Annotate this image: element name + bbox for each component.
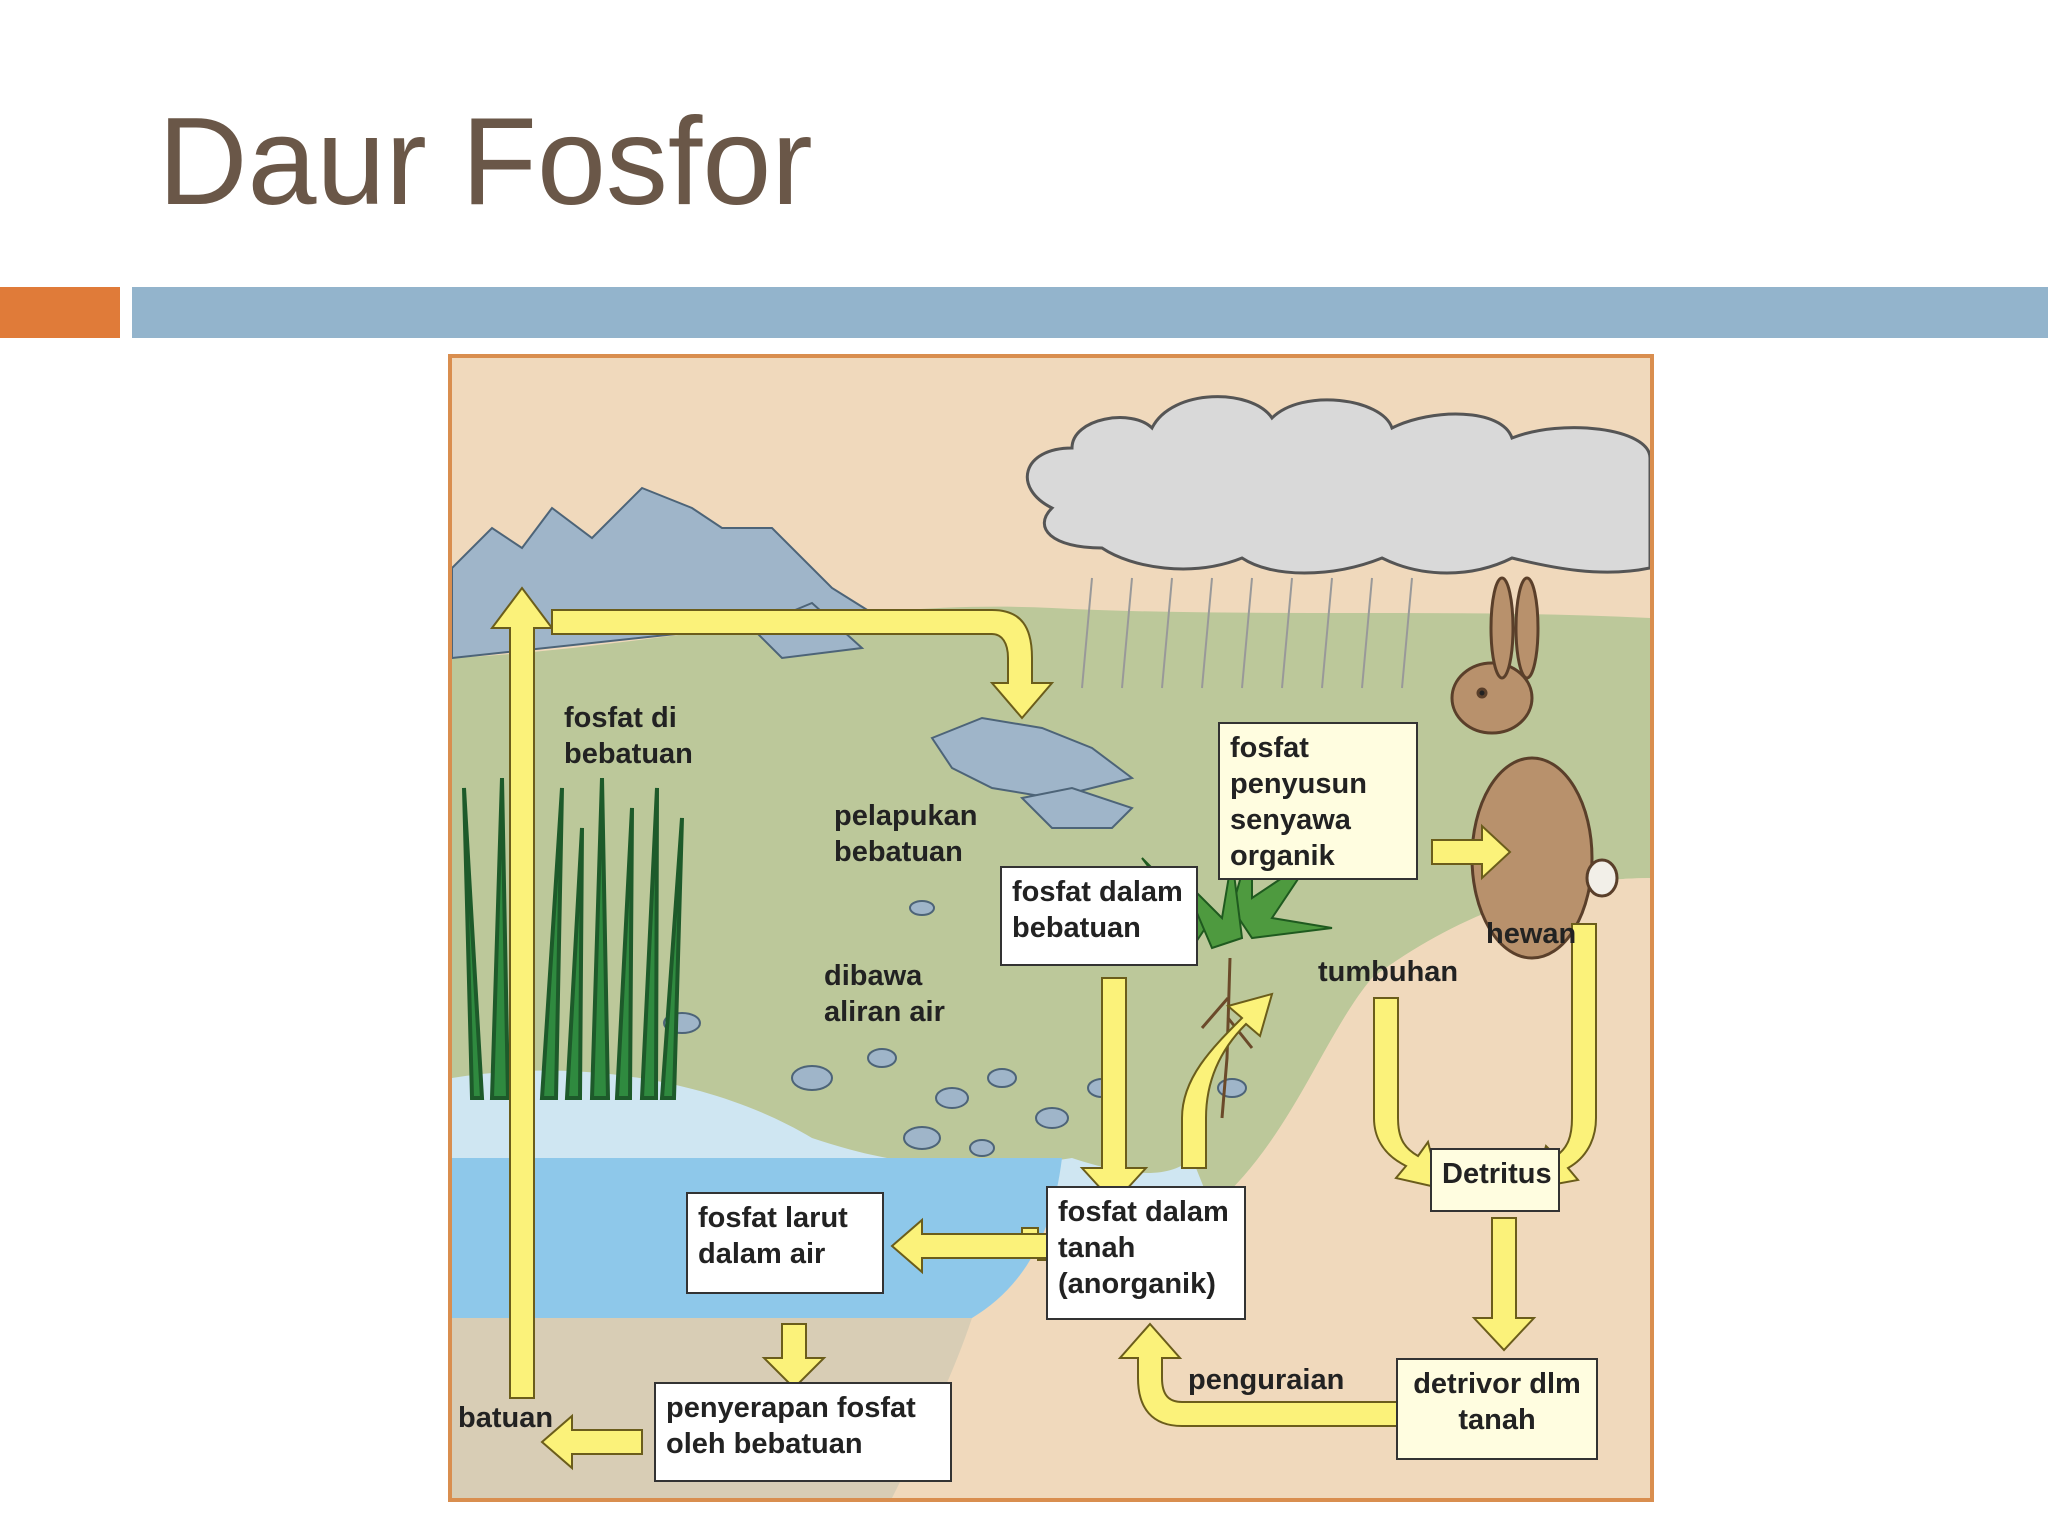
label-tumbuhan: tumbuhan: [1318, 956, 1459, 988]
arrow-soil-to-plant: [1181, 992, 1274, 1169]
arrow-detritus-to-detrivor: [1471, 1217, 1537, 1352]
pebble: [909, 900, 935, 916]
arrow-organic-to-animal: [1431, 823, 1512, 881]
rock: [1019, 786, 1134, 829]
label-batuan: batuan: [458, 1402, 554, 1434]
arrow-rock-to-soil: [1079, 977, 1149, 1205]
arrow-dissolved-to-absorption: [761, 1323, 827, 1390]
reeds-illustration: [462, 777, 684, 1100]
soil: [1172, 878, 1650, 1498]
pebble: [903, 1126, 941, 1150]
flow-arrows: [490, 586, 1597, 1471]
box-fosfat-larut-dalam-air: fosfat larut dalam air: [686, 1192, 884, 1294]
arrow-to-dissolved: [890, 1217, 1053, 1275]
label-hewan: hewan: [1486, 918, 1577, 950]
label-penguraian: penguraian: [1188, 1364, 1345, 1396]
pebble: [1217, 1078, 1247, 1098]
label-fosfat-di-bebatuan: fosfat di bebatuan: [564, 702, 693, 770]
box-fosfat-dalam-tanah: fosfat dalam tanah (anorganik): [1046, 1186, 1246, 1320]
phosphorus-cycle-diagram: fosfat di bebatuan pelapukan bebatuan di…: [448, 354, 1654, 1502]
box-fosfat-dalam-bebatuan: fosfat dalam bebatuan: [1000, 866, 1198, 966]
arrow-up-left: [490, 586, 554, 1399]
pebble: [791, 1065, 833, 1091]
rock: [930, 716, 1135, 800]
pebble: [935, 1087, 969, 1109]
box-detrivor-dlm-tanah: detrivor dlm tanah: [1396, 1358, 1598, 1460]
rabbit-illustration: [1450, 576, 1619, 960]
arrow-top-right: [551, 609, 1055, 720]
label-dibawa-aliran-air: dibawa aliran air: [824, 960, 945, 1028]
root-illustration: [1200, 957, 1254, 1119]
accent-bar-orange: [0, 287, 120, 338]
pebble: [867, 1048, 897, 1068]
pebble: [987, 1068, 1017, 1088]
box-fosfat-penyusun-senyawa-organik: fosfat penyusun senyawa organik: [1218, 722, 1418, 880]
arrow-absorption-to-batuan: [540, 1413, 643, 1471]
accent-bar-blue: [132, 287, 2048, 338]
label-pelapukan-bebatuan: pelapukan bebatuan: [834, 800, 978, 868]
slide-title: Daur Fosfor: [158, 93, 813, 231]
box-penyerapan-fosfat: penyerapan fosfat oleh bebatuan: [654, 1382, 952, 1482]
box-detritus: Detritus: [1430, 1148, 1560, 1212]
cloud-illustration: [1025, 395, 1650, 575]
pebble: [969, 1139, 995, 1157]
pebble: [1035, 1107, 1069, 1129]
rain-illustration: [1081, 577, 1413, 689]
